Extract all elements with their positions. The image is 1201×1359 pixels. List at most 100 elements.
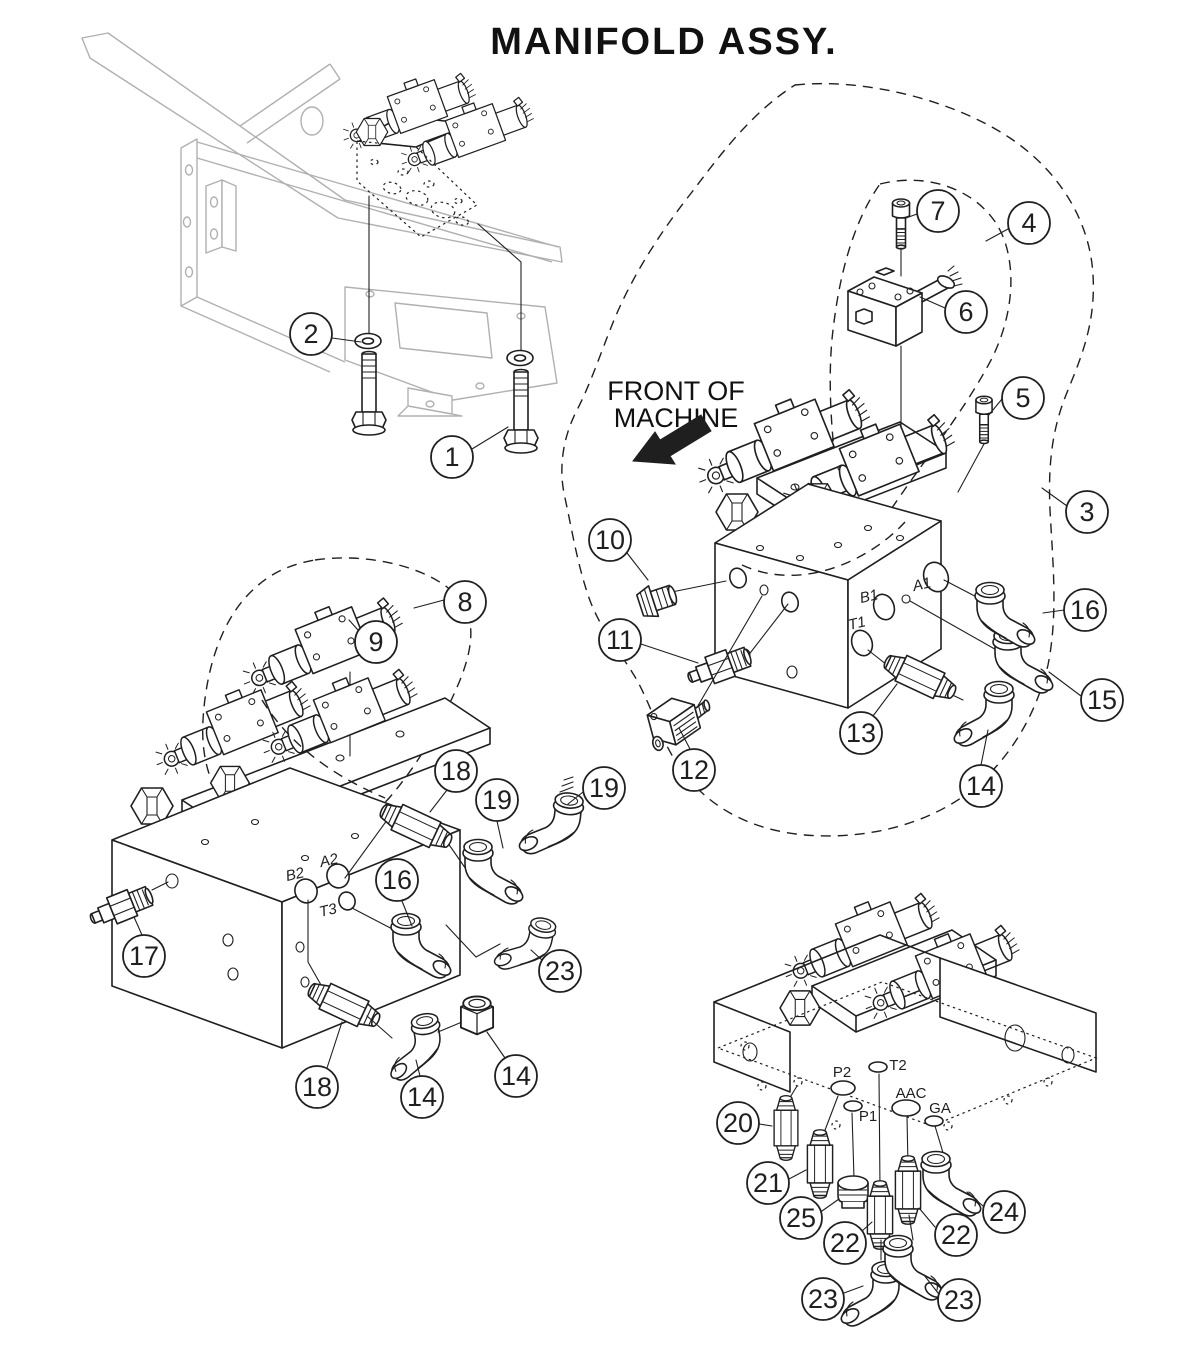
svg-text:20: 20 <box>723 1108 753 1138</box>
callout-20: 20 <box>716 1101 773 1145</box>
callout-15: 15 <box>1048 671 1124 722</box>
part-22-fitting-a <box>866 1073 894 1250</box>
part-10-plug <box>634 577 727 622</box>
callout-23-b: 23 <box>801 1277 864 1321</box>
part-11-fitting <box>683 603 789 693</box>
part-20-fitting <box>773 1085 799 1161</box>
port-label-b2: B2 <box>284 864 306 885</box>
callout-1: 1 <box>430 426 509 479</box>
svg-text:23: 23 <box>808 1284 838 1314</box>
part-17-fitting <box>85 881 169 934</box>
callout-23-c: 23 <box>923 1274 981 1322</box>
callout-14-c: 14 <box>486 1031 538 1098</box>
part-16-elbow-right <box>943 579 1039 648</box>
svg-text:10: 10 <box>595 525 625 555</box>
callout-22-b: 22 <box>918 1207 978 1257</box>
front-of-machine-note: FRONT OF MACHINE <box>607 376 745 465</box>
svg-text:25: 25 <box>786 1203 816 1233</box>
svg-text:14: 14 <box>407 1082 437 1112</box>
callout-8: 8 <box>413 580 487 624</box>
part-7-bolt <box>891 198 911 429</box>
svg-text:16: 16 <box>1070 595 1100 625</box>
part-22-fitting-b <box>894 1115 922 1225</box>
part-18-fitting-lower <box>302 899 386 1035</box>
callout-6: 6 <box>919 290 988 334</box>
svg-text:6: 6 <box>958 297 973 327</box>
part-6-valve <box>847 265 963 347</box>
part-14-fitting-c <box>437 995 495 1036</box>
callout-13: 13 <box>839 683 898 755</box>
callout-17: 17 <box>122 916 166 978</box>
callout-19-left: 19 <box>475 778 519 849</box>
svg-text:2: 2 <box>303 319 318 349</box>
part-23-elbow-c <box>882 1214 947 1301</box>
port-label-a2: A2 <box>317 850 340 871</box>
svg-text:24: 24 <box>989 1197 1019 1227</box>
svg-text:23: 23 <box>944 1285 974 1315</box>
port-label-t1: T1 <box>847 613 868 634</box>
machine-frame <box>81 32 563 417</box>
callout-11: 11 <box>598 618 699 664</box>
callout-3: 3 <box>1041 487 1109 534</box>
port-label-p2: P2 <box>833 1064 851 1081</box>
group-outline-3 <box>561 82 1095 837</box>
svg-text:23: 23 <box>545 956 575 986</box>
port-label-ga: GA <box>929 1100 951 1117</box>
callout-18-upper: 18 <box>429 749 478 813</box>
direction-arrow-icon <box>632 414 712 465</box>
callout-23-a: 23 <box>530 949 582 993</box>
part-25-plug <box>837 1112 869 1209</box>
svg-text:9: 9 <box>368 627 383 657</box>
callout-25: 25 <box>779 1196 840 1240</box>
svg-text:22: 22 <box>941 1220 971 1250</box>
callout-10: 10 <box>588 518 649 581</box>
svg-text:1: 1 <box>444 442 459 472</box>
svg-text:14: 14 <box>966 771 996 801</box>
callout-9: 9 <box>348 619 398 664</box>
callout-16-right: 16 <box>1042 588 1107 632</box>
svg-text:12: 12 <box>679 755 709 785</box>
callout-14-right: 14 <box>959 729 1003 808</box>
page-title: MANIFOLD ASSY. <box>490 21 838 63</box>
svg-text:14: 14 <box>501 1061 531 1091</box>
svg-text:18: 18 <box>441 756 471 786</box>
callout-22-a: 22 <box>823 1221 873 1265</box>
svg-text:4: 4 <box>1021 208 1036 238</box>
front-of-machine-line2: MACHINE <box>614 403 739 433</box>
part-14-elbow-b <box>366 1010 449 1084</box>
svg-text:19: 19 <box>589 773 619 803</box>
svg-text:17: 17 <box>129 941 159 971</box>
manifold-top-assembly <box>332 60 538 353</box>
manifold-left-assembly: B2 A2 T3 <box>111 582 491 1049</box>
manifold-bottom-assembly: P2 T2 P1 AAC GA <box>713 878 1098 1131</box>
port-label-aac: AAC <box>896 1085 927 1102</box>
part-23-elbow-b <box>837 1239 902 1327</box>
port-label-p1: P1 <box>859 1108 877 1125</box>
callout-14-b: 14 <box>400 1059 444 1119</box>
svg-text:18: 18 <box>302 1072 332 1102</box>
svg-text:15: 15 <box>1087 685 1117 715</box>
svg-text:3: 3 <box>1079 497 1094 527</box>
part-19-elbow-right <box>515 776 586 860</box>
part-24-elbow <box>920 1125 985 1217</box>
svg-text:19: 19 <box>482 785 512 815</box>
svg-text:11: 11 <box>606 625 634 655</box>
callout-16-left: 16 <box>375 858 419 927</box>
part-14-elbow-right <box>950 680 1015 747</box>
group-outline-4 <box>829 179 1012 550</box>
part-21-fitting <box>806 1095 839 1199</box>
port-label-t3: T3 <box>318 900 340 921</box>
callout-19-right: 19 <box>567 766 626 810</box>
part-12-switch <box>641 595 763 753</box>
svg-text:21: 21 <box>753 1168 783 1198</box>
part-19-elbow-left <box>462 838 527 905</box>
port-label-t2: T2 <box>889 1057 907 1074</box>
group-outline-8 <box>201 557 472 835</box>
callout-12: 12 <box>672 727 716 792</box>
callout-7: 7 <box>905 189 960 233</box>
svg-text:22: 22 <box>830 1228 860 1258</box>
port-label-a1: A1 <box>910 574 933 595</box>
callout-4: 4 <box>985 201 1051 245</box>
